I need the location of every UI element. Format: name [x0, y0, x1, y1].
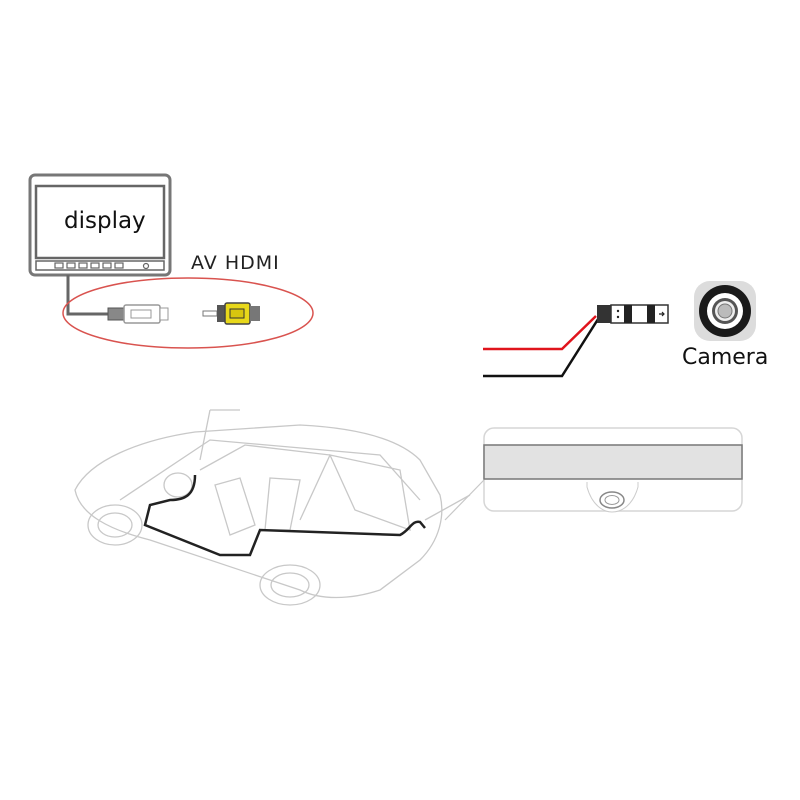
- camera-label: Camera: [682, 345, 769, 370]
- rear-bumper-callout: [444, 427, 743, 521]
- red-power-wire: [483, 315, 597, 351]
- display-cable: [66, 275, 112, 316]
- rca-female-connector: [107, 304, 169, 324]
- black-ground-wire: [483, 315, 602, 378]
- car-illustration: [74, 409, 471, 606]
- camera-icon: [694, 281, 756, 341]
- camera-plug: [597, 304, 669, 324]
- rca-male-connector: [202, 302, 260, 325]
- cable-type-label: AV HDMI: [191, 252, 280, 274]
- cable-routing-path: [143, 474, 426, 557]
- display-label: display: [64, 208, 146, 234]
- display-monitor: [28, 173, 172, 277]
